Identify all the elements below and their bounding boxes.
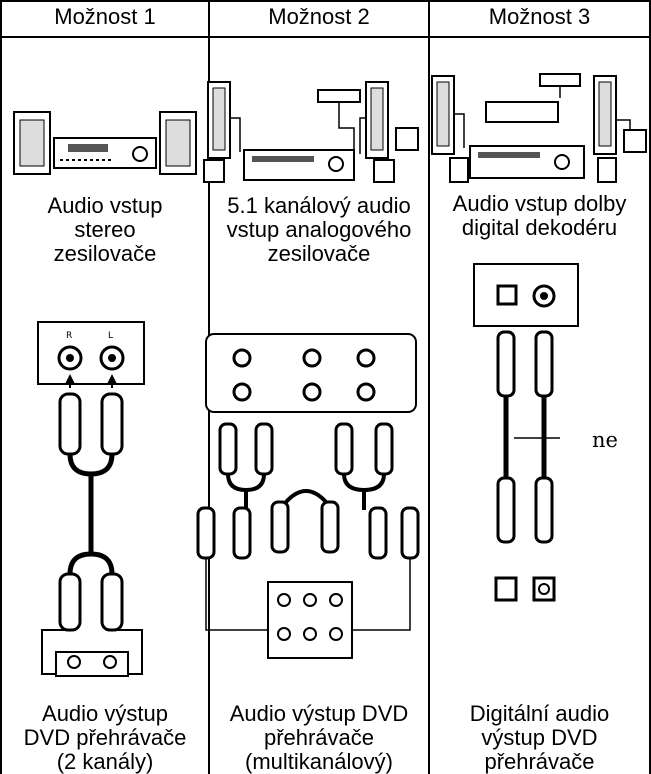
caption-line: stereo [2,218,208,242]
stereo-amplifier-illustration [12,110,198,178]
table-left-border [0,0,2,774]
header-option-1: Možnost 1 [2,2,208,36]
caption-line: zesilovače [2,242,208,266]
digital-cable-diagram [470,262,590,618]
input-caption-option-1: Audio vstup stereo zesilovače [2,194,208,266]
header-divider [0,36,651,38]
dolby-decoder-illustration [430,70,649,188]
annotation-ne: ne [592,428,618,452]
input-caption-option-2: 5.1 kanálový audio vstup analogového zes… [210,194,428,266]
output-caption-option-3: Digitální audio výstup DVD přehrávače [430,702,649,774]
caption-line: přehrávače [210,726,428,750]
caption-line: digital dekodéru [430,216,649,240]
caption-line: Audio vstup [2,194,208,218]
output-caption-option-2: Audio výstup DVD přehrávače (multikanálo… [210,702,428,774]
caption-line: (multikanálový) [210,750,428,774]
caption-line: DVD přehrávače [2,726,208,750]
caption-line: Digitální audio [430,702,649,726]
caption-line: Audio výstup DVD [210,702,428,726]
svg-text:R: R [66,331,72,341]
output-caption-option-1: Audio výstup DVD přehrávače (2 kanály) [2,702,208,774]
header-option-2: Možnost 2 [210,2,428,36]
caption-line: zesilovače [210,242,428,266]
caption-line: 5.1 kanálový audio [210,194,428,218]
header-option-3: Možnost 3 [430,2,649,36]
caption-line: Audio výstup [2,702,208,726]
caption-line: Audio vstup dolby [430,192,649,216]
surround-amplifier-illustration [200,78,425,188]
multichannel-cable-diagram [190,330,426,702]
input-caption-option-3: Audio vstup dolby digital dekodéru [430,192,649,240]
stereo-cable-diagram: R L [30,318,190,678]
caption-line: vstup analogového [210,218,428,242]
caption-line: přehrávače [430,750,649,774]
caption-line: (2 kanály) [2,750,208,774]
svg-text:L: L [108,331,113,341]
caption-line: výstup DVD [430,726,649,750]
